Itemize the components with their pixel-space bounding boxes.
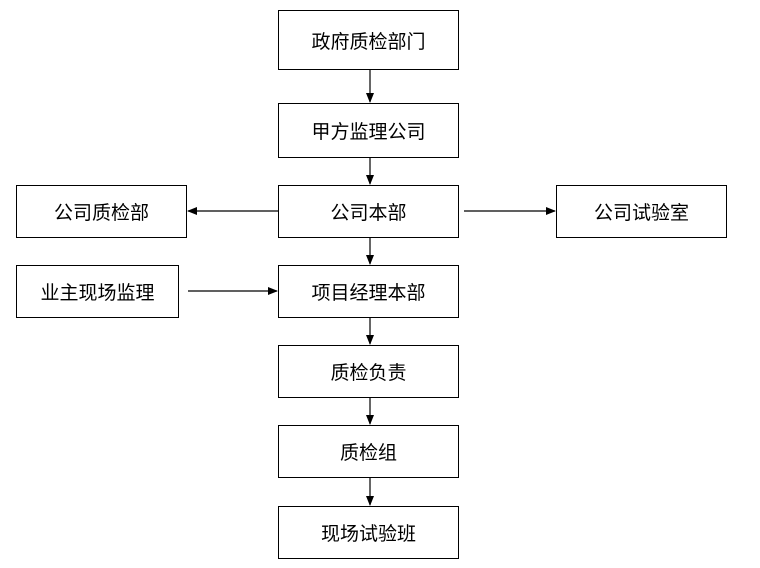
node-label: 项目经理本部 [311,282,426,304]
node-label: 质检组 [339,442,397,464]
node-label: 现场试验班 [320,523,416,545]
node-owner-supervision-company: 甲方监理公司 [278,103,459,158]
node-qc-lead: 质检负责 [278,345,459,398]
node-qc-team: 质检组 [278,425,459,478]
node-label: 政府质检部门 [311,30,426,53]
node-owner-site-supervision: 业主现场监理 [16,265,179,318]
node-label: 甲方监理公司 [311,121,426,143]
node-label: 质检负责 [330,362,407,384]
node-company-hq: 公司本部 [278,185,459,238]
node-company-qc-dept: 公司质检部 [16,185,187,238]
node-site-lab-team: 现场试验班 [278,506,459,559]
node-label: 公司本部 [330,202,407,224]
node-label: 业主现场监理 [40,282,155,304]
node-project-manager-dept: 项目经理本部 [278,265,459,318]
node-gov-qc-dept: 政府质检部门 [278,10,459,70]
node-label: 公司试验室 [593,202,689,224]
node-label: 公司质检部 [53,202,149,224]
node-company-lab: 公司试验室 [556,185,727,238]
